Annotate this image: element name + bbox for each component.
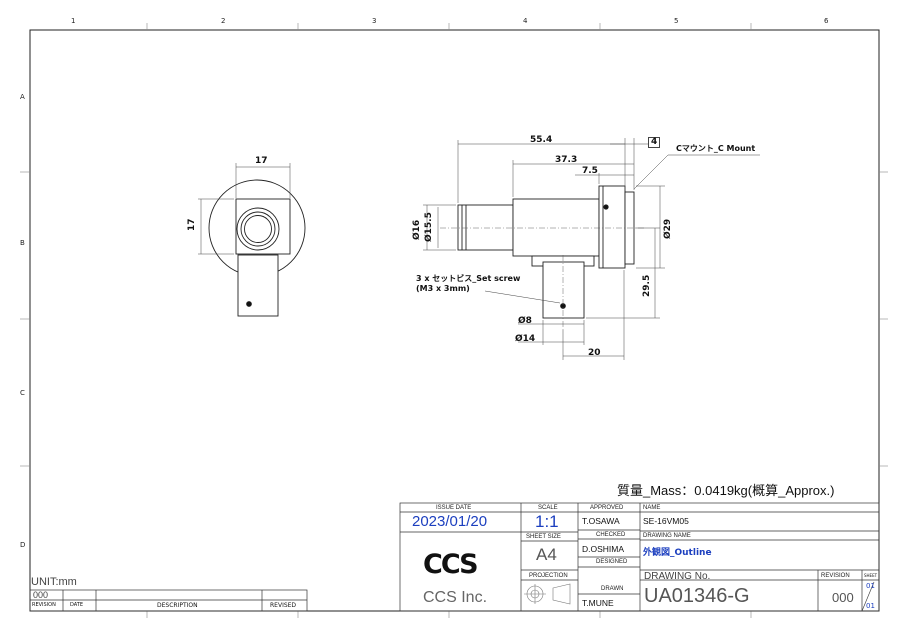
mass-note: 質量_Mass：0.0419kg(概算_Approx.) (617, 483, 835, 498)
issue-date-label: ISSUE DATE (436, 505, 472, 511)
name-label: NAME (643, 505, 661, 511)
issue-date: 2023/01/20 (412, 513, 488, 530)
col-label: 2 (221, 17, 226, 25)
sheet-label: SHEET (864, 573, 878, 578)
mount-note: Cマウント_C Mount (676, 144, 756, 153)
revision-entry: 000 (33, 590, 49, 600)
sheet-size: A4 (536, 545, 557, 564)
scale-value: 1:1 (535, 512, 559, 531)
title-block-grid (399, 502, 880, 612)
approved-by: T.OSAWA (582, 516, 620, 526)
col-label: 1 (71, 17, 76, 25)
dim-diam-29: Ø29 (663, 218, 673, 239)
dim-diam-8: Ø8 (518, 316, 532, 326)
revision-value: 000 (832, 590, 854, 605)
dim-front-height: 17 (187, 218, 197, 231)
sheet-slash (861, 581, 875, 612)
company-logo: CCS (423, 549, 479, 580)
dim-front-width: 17 (255, 156, 268, 166)
rev-header-revised: REVISED (270, 602, 297, 609)
approved-label: APPROVED (590, 505, 624, 511)
checked-label: CHECKED (596, 532, 626, 538)
revision-block-grid (29, 589, 308, 612)
unit-label: UNIT:mm (31, 576, 77, 588)
dim-short-length: 7.5 (582, 166, 598, 176)
col-label: 5 (674, 17, 679, 25)
col-label: 3 (372, 17, 377, 25)
drawing-no: UA01346-G (644, 585, 750, 607)
rev-header-date: DATE (70, 602, 84, 608)
front-dim-lines (198, 163, 291, 255)
sheet-total: 01 (866, 602, 875, 610)
sheet-size-label: SHEET SIZE (526, 534, 561, 540)
dim-width-20: 20 (588, 348, 601, 358)
sheet-number: 01 (866, 582, 875, 590)
revision-label: REVISION (821, 573, 850, 579)
row-label: D (20, 541, 26, 549)
scale-label: SCALE (538, 505, 558, 511)
side-dim-lines (423, 138, 760, 360)
dim-overall-length: 55.4 (530, 135, 553, 145)
row-label: B (20, 239, 25, 247)
checked-by: D.OSHIMA (582, 544, 625, 554)
front-view (208, 179, 306, 317)
dim-flange: 4 (648, 137, 661, 148)
col-label: 6 (824, 17, 829, 25)
dim-mid-length: 37.3 (555, 155, 578, 165)
rev-header-description: DESCRIPTION (157, 602, 198, 609)
company-name: CCS Inc. (423, 589, 488, 606)
drawing-name-label: DRAWING NAME (643, 533, 691, 539)
designed-label: DESIGNED (596, 559, 628, 565)
dim-diam-16: Ø16 (412, 219, 422, 240)
side-view (457, 185, 635, 319)
drawing-no-label: DRAWING No. (644, 571, 711, 582)
projection-symbol (524, 583, 571, 605)
dim-height-29-5: 29.5 (642, 274, 652, 297)
drawing-name: 外観図_Outline (643, 548, 712, 558)
dim-diam-15-5: Ø15.5 (424, 212, 434, 242)
ruler-ticks (20, 23, 888, 618)
part-name: SE-16VM05 (643, 516, 689, 526)
projection-label: PROJECTION (529, 573, 568, 579)
row-label: A (20, 93, 25, 101)
row-label: C (20, 389, 25, 397)
setscrew-note: 3 x セットビス_Set screw (416, 274, 521, 283)
drawn-label: DRAWN (601, 586, 624, 592)
setscrew-spec: (M3 x 3mm) (416, 284, 470, 293)
dim-diam-14: Ø14 (515, 334, 536, 344)
col-label: 4 (523, 17, 528, 25)
centerlines (440, 227, 645, 330)
drawn-by: T.MUNE (582, 598, 614, 608)
rev-header-revision: REVISION (32, 602, 56, 608)
